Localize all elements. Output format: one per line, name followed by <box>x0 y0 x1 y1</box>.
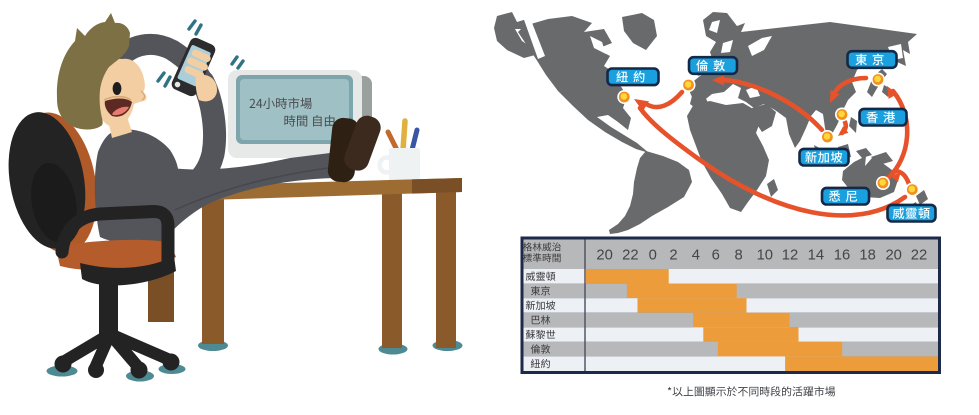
svg-text:22: 22 <box>622 248 638 264</box>
svg-text:10: 10 <box>757 248 773 264</box>
svg-text:12: 12 <box>782 248 798 264</box>
svg-text:6: 6 <box>712 248 720 264</box>
svg-text:0: 0 <box>649 248 657 264</box>
svg-text:2: 2 <box>669 248 677 264</box>
svg-text:20: 20 <box>596 248 612 264</box>
svg-text:22: 22 <box>911 248 927 264</box>
svg-text:16: 16 <box>834 248 850 264</box>
svg-text:14: 14 <box>808 248 824 264</box>
svg-text:20: 20 <box>885 248 901 264</box>
svg-text:4: 4 <box>692 248 700 264</box>
svg-text:18: 18 <box>859 248 875 264</box>
svg-text:8: 8 <box>734 248 742 264</box>
